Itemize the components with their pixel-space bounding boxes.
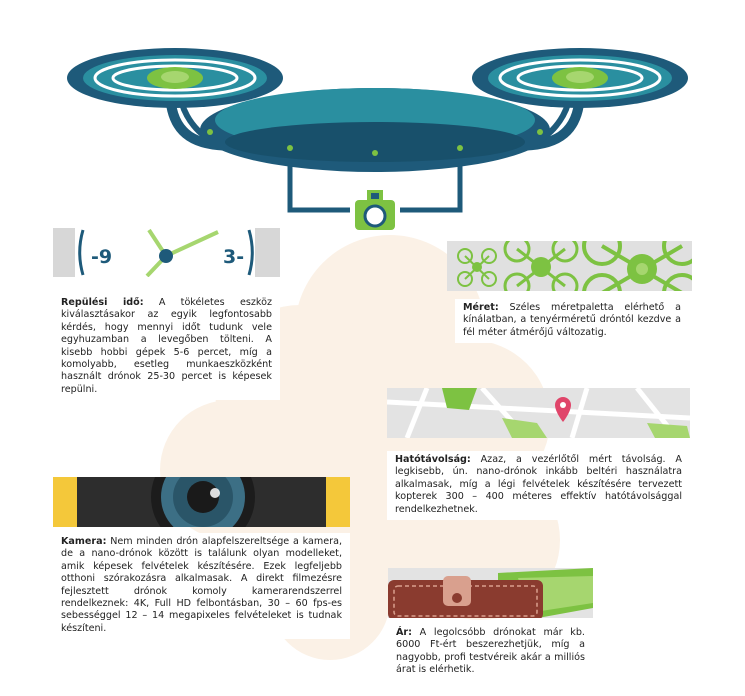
camera-lens-icon xyxy=(53,477,350,527)
map-thumbnail xyxy=(387,388,690,438)
clock-right-label: 3- xyxy=(223,246,244,268)
size-section: Méret: Széles méretpaletta elérhető a kí… xyxy=(455,299,689,344)
range-title: Hatótávolság: xyxy=(395,454,471,465)
map-pin-icon xyxy=(555,397,571,422)
camera-section: Kamera: Nem minden drón alapfelszereltsé… xyxy=(53,533,350,640)
wallet-icon xyxy=(388,568,593,618)
clock-icon: -9 3- xyxy=(53,228,280,277)
size-title: Méret: xyxy=(463,302,499,313)
flight-time-section: Repülési idő: A tökéletes eszköz kiválas… xyxy=(53,294,280,401)
price-title: Ár: xyxy=(396,627,412,638)
range-text: Azaz, a vezérlőtől mért távolság. A legk… xyxy=(395,454,682,515)
camera-title: Kamera: xyxy=(61,536,107,547)
range-section: Hatótávolság: Azaz, a vezérlőtől mért tá… xyxy=(387,451,690,521)
size-text: Széles méretpaletta elérhető a kínálatba… xyxy=(463,302,681,338)
drone-size-icons xyxy=(447,241,692,291)
clock-left-label: -9 xyxy=(91,246,112,268)
price-text: A legolcsóbb drónokat már kb. 6000 Ft-ér… xyxy=(396,627,585,676)
camera-text: Nem minden drón alapfelszereltsége a kam… xyxy=(61,536,342,634)
drone-illustration xyxy=(67,48,688,230)
price-section: Ár: A legolcsóbb drónokat már kb. 6000 F… xyxy=(388,624,593,681)
flight-time-text: A tökéletes eszköz kiválasztásakor az eg… xyxy=(61,297,272,395)
flight-time-title: Repülési idő: xyxy=(61,297,144,308)
